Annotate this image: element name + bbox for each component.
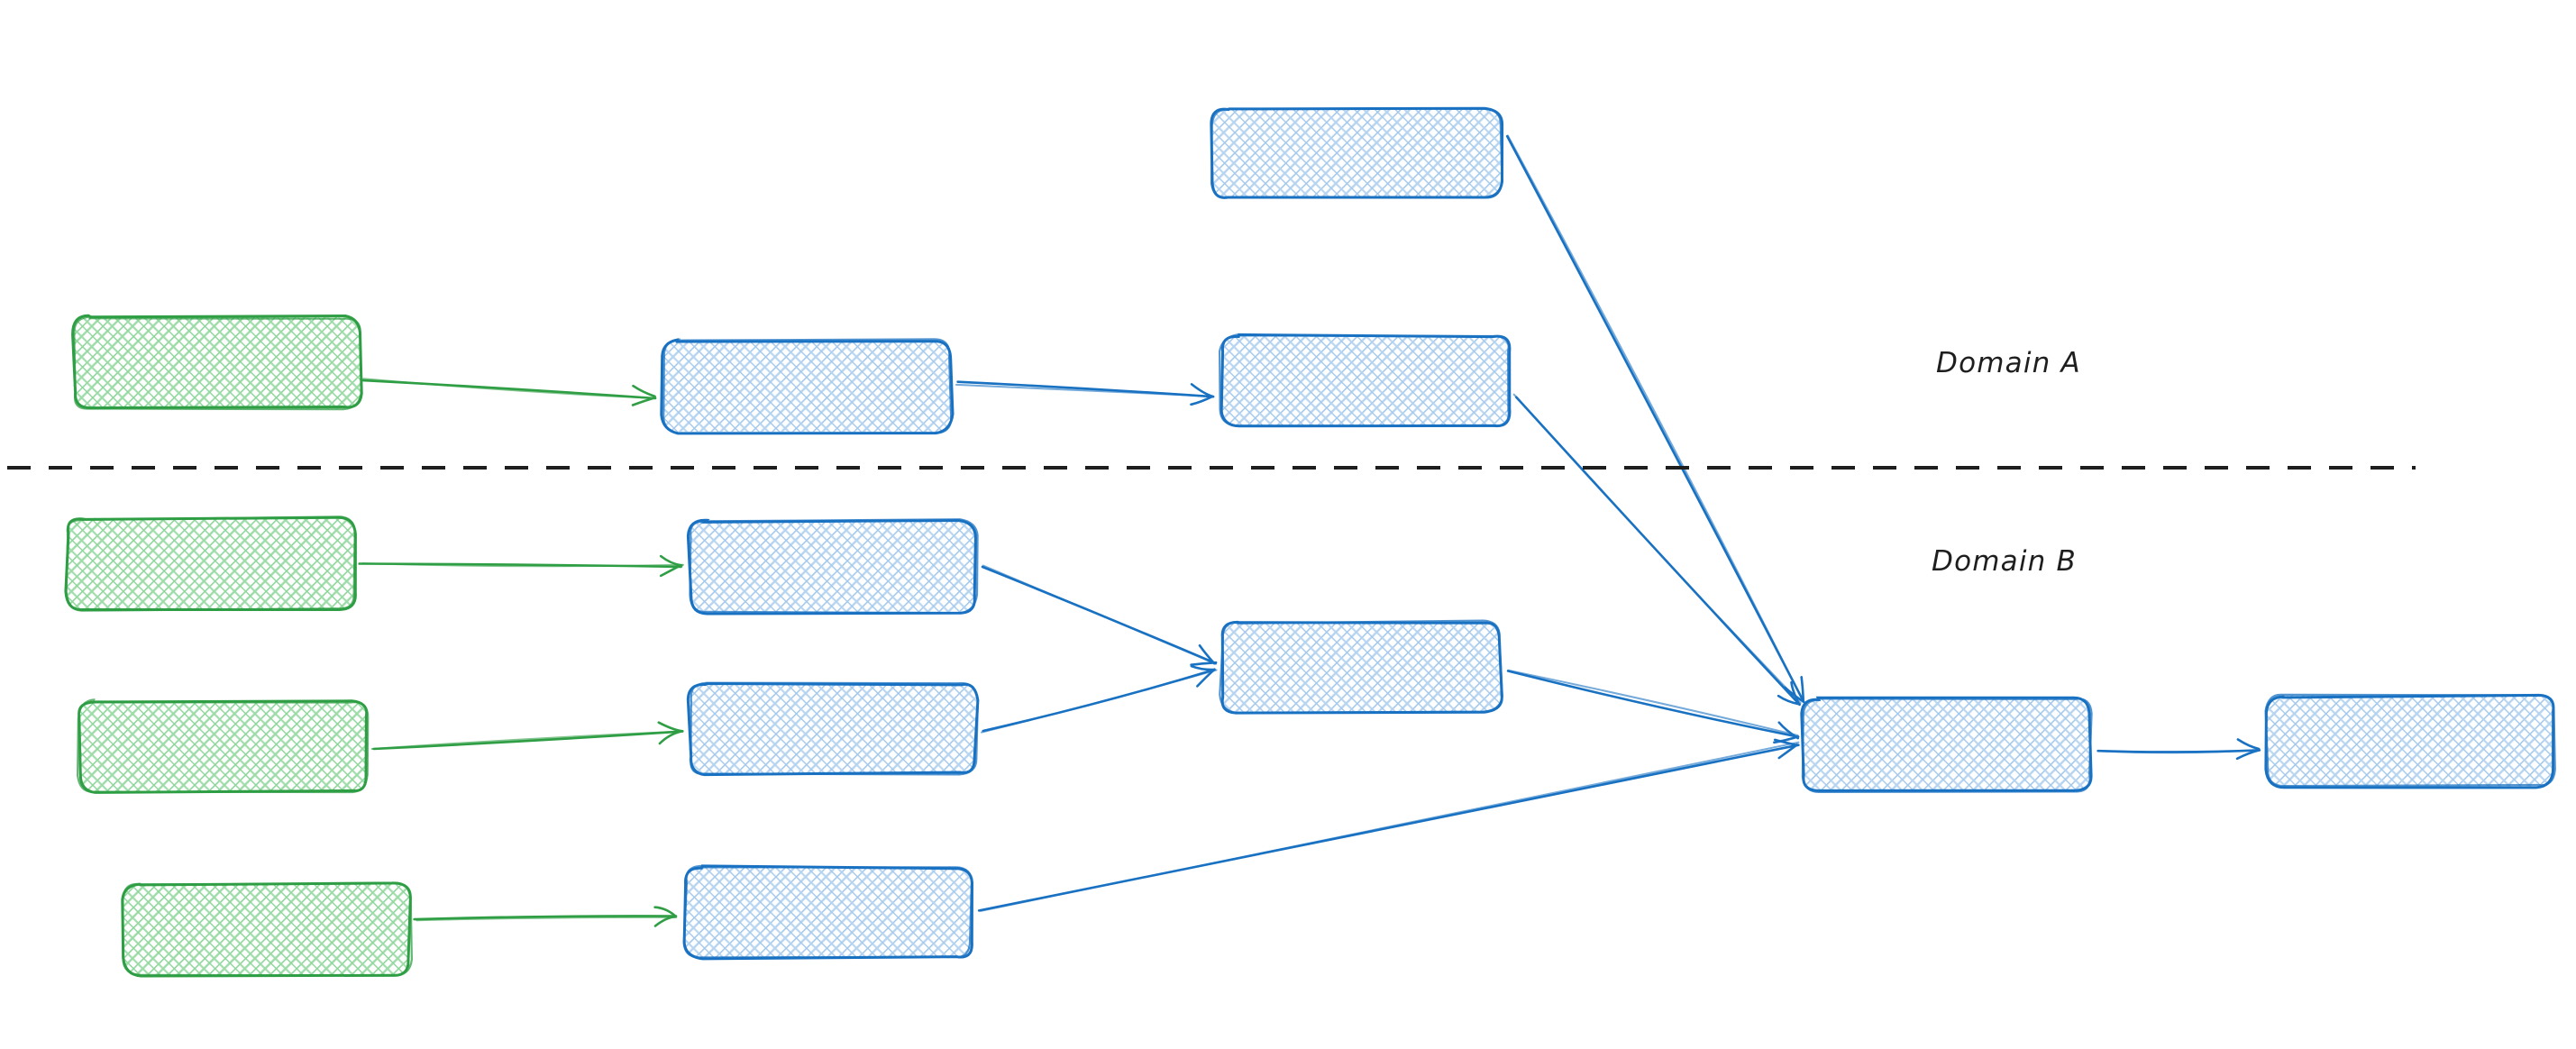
node-outline <box>689 518 979 615</box>
node-fill-cross <box>689 520 977 613</box>
edge-e11[interactable] <box>977 738 1800 912</box>
node-outline <box>1801 698 2093 794</box>
domain-label-b: Domain B <box>1932 545 2078 578</box>
node-fill-cross <box>689 682 977 775</box>
edge-e9[interactable] <box>981 664 1218 734</box>
node-b-mid-2[interactable] <box>686 681 980 777</box>
node-b-src-1[interactable] <box>64 515 357 612</box>
node-outline <box>1218 333 1510 427</box>
node-fill-cross <box>66 517 356 610</box>
node-b-agg-1[interactable] <box>1219 619 1503 715</box>
node-outline <box>76 698 370 794</box>
edge-e1[interactable] <box>361 378 657 406</box>
node-outline <box>65 515 356 612</box>
edge-e12[interactable] <box>2096 738 2261 761</box>
edge-e8[interactable] <box>981 564 1218 666</box>
domain-label-a: Domain A <box>1936 347 2081 379</box>
nodes-layer <box>64 106 2556 978</box>
node-b-mid-1[interactable] <box>686 518 979 616</box>
node-outline <box>1800 696 2093 792</box>
node-outline <box>682 864 973 959</box>
node-fill-cross <box>73 317 361 409</box>
node-outline <box>2264 693 2556 788</box>
edge-e3[interactable] <box>1505 134 1805 703</box>
edge-e2[interactable] <box>955 380 1215 406</box>
node-a-end-1[interactable] <box>1218 333 1512 428</box>
edge-e7[interactable] <box>413 906 678 927</box>
node-fill-cross <box>78 700 368 793</box>
node-fill-cross <box>1221 334 1510 426</box>
node-b-mid-3[interactable] <box>682 864 974 961</box>
node-b-src-2[interactable] <box>76 698 370 794</box>
node-outline <box>73 315 363 411</box>
edge-e6[interactable] <box>370 721 684 751</box>
node-outline <box>1210 107 1503 199</box>
node-a-mid-1[interactable] <box>660 338 955 435</box>
node-outline <box>122 882 414 977</box>
node-b-hub[interactable] <box>1800 696 2093 794</box>
edges-layer <box>358 134 2261 927</box>
node-fill-cross <box>685 866 972 959</box>
node-a-top-1[interactable] <box>1210 106 1504 199</box>
node-b-out-1[interactable] <box>2264 693 2556 789</box>
node-a-src-1[interactable] <box>71 314 363 411</box>
node-fill-cross <box>2266 695 2553 787</box>
edge-e4[interactable] <box>1512 393 1802 707</box>
node-fill-cross <box>1220 621 1502 712</box>
node-b-src-3[interactable] <box>121 881 414 978</box>
node-fill-cross <box>1802 698 2092 792</box>
node-outline <box>690 681 980 776</box>
node-fill-cross <box>123 883 411 976</box>
node-outline <box>1219 619 1503 715</box>
node-fill-cross <box>1211 107 1502 199</box>
node-fill-cross <box>662 340 952 433</box>
edge-e10[interactable] <box>1506 669 1800 744</box>
node-outline <box>662 338 953 435</box>
edge-e5[interactable] <box>358 554 684 578</box>
